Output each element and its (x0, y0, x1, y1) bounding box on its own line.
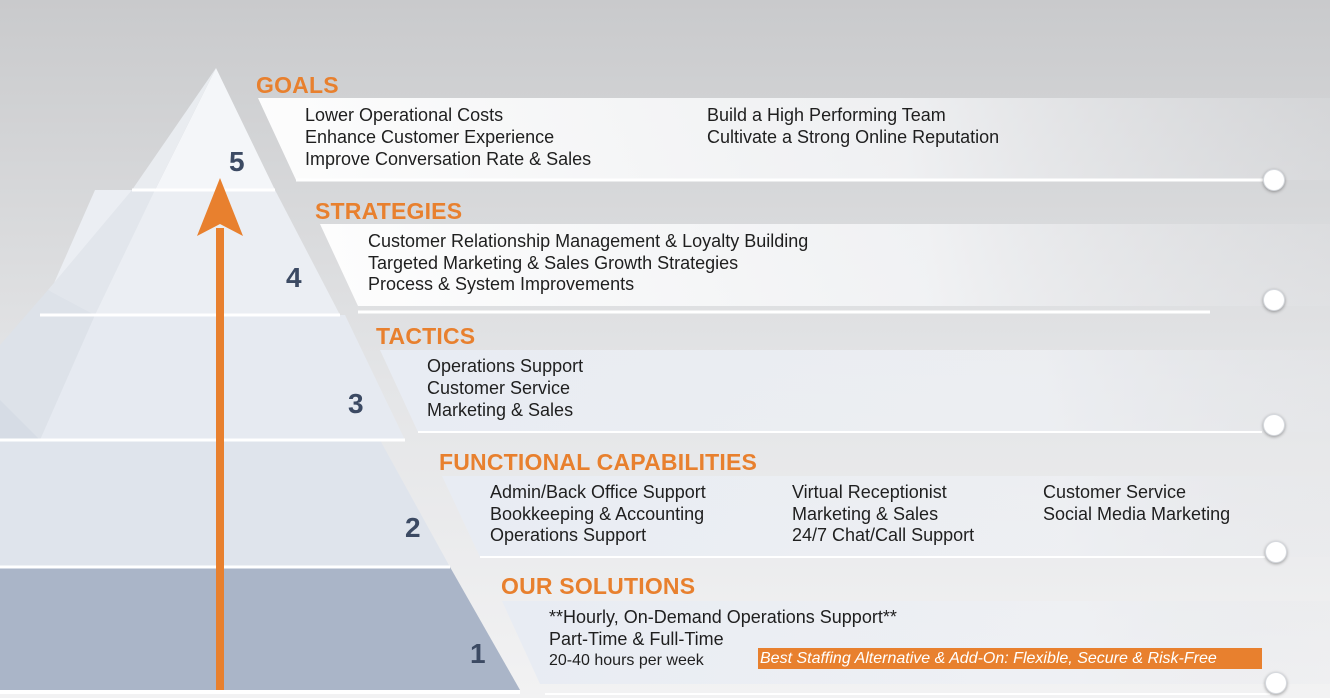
level-2-heading: FUNCTIONAL CAPABILITIES (439, 449, 758, 475)
level-5-item: Cultivate a Strong Online Reputation (707, 127, 1000, 147)
level-4-item: Customer Relationship Management & Loyal… (368, 231, 809, 251)
pyramid-tier-5 (155, 68, 275, 190)
level-5-item: Improve Conversation Rate & Sales (305, 149, 592, 169)
band-tactics (380, 350, 1330, 432)
level-3-item: Operations Support (427, 356, 584, 376)
level-1-marker (1265, 672, 1287, 694)
level-2-item: Social Media Marketing (1043, 504, 1231, 524)
level-4-number: 4 (286, 262, 302, 293)
level-3-item: Customer Service (427, 378, 571, 398)
level-2-item: Bookkeeping & Accounting (490, 504, 705, 524)
level-5-item: Lower Operational Costs (305, 105, 504, 125)
level-5-heading: GOALS (256, 72, 339, 98)
band-goals (258, 98, 1330, 180)
level-2-item: Customer Service (1043, 482, 1187, 502)
level-3-item: Marketing & Sales (427, 400, 574, 420)
level-1-heading: OUR SOLUTIONS (501, 573, 696, 599)
level-2-item: Admin/Back Office Support (490, 482, 706, 502)
level-3-number: 3 (348, 388, 364, 419)
level-4-item: Process & System Improvements (368, 274, 635, 294)
level-5-item: Build a High Performing Team (707, 105, 946, 125)
level-5-marker (1263, 169, 1285, 191)
pyramid-tier-2 (0, 440, 450, 567)
level-1-number: 1 (470, 638, 486, 669)
level-3-marker (1263, 414, 1285, 436)
level-2-item: Operations Support (490, 525, 647, 545)
level-2-number: 2 (405, 512, 421, 543)
level-5-item: Enhance Customer Experience (305, 127, 555, 147)
solutions-tagline: Best Staffing Alternative & Add-On: Flex… (758, 648, 1262, 669)
growth-arrow-head (197, 178, 243, 236)
level-2-item: Marketing & Sales (792, 504, 939, 524)
level-5-number: 5 (229, 146, 245, 177)
level-4-item: Targeted Marketing & Sales Growth Strate… (368, 253, 739, 273)
band-functional (442, 476, 1330, 557)
level-1-item: 20-40 hours per week (549, 652, 704, 669)
level-3-heading: TACTICS (376, 323, 476, 349)
pyramid-tier-1 (0, 567, 520, 690)
level-2-item: Virtual Receptionist (792, 482, 947, 502)
level-4-heading: STRATEGIES (315, 198, 463, 224)
pyramid-tier-3 (0, 315, 405, 440)
band-strategies (320, 224, 1330, 306)
level-1-item: **Hourly, On-Demand Operations Support** (549, 607, 897, 627)
level-1-item: Part-Time & Full-Time (549, 629, 724, 649)
level-2-marker (1265, 541, 1287, 563)
level-4-marker (1263, 289, 1285, 311)
level-2-item: 24/7 Chat/Call Support (792, 525, 975, 545)
